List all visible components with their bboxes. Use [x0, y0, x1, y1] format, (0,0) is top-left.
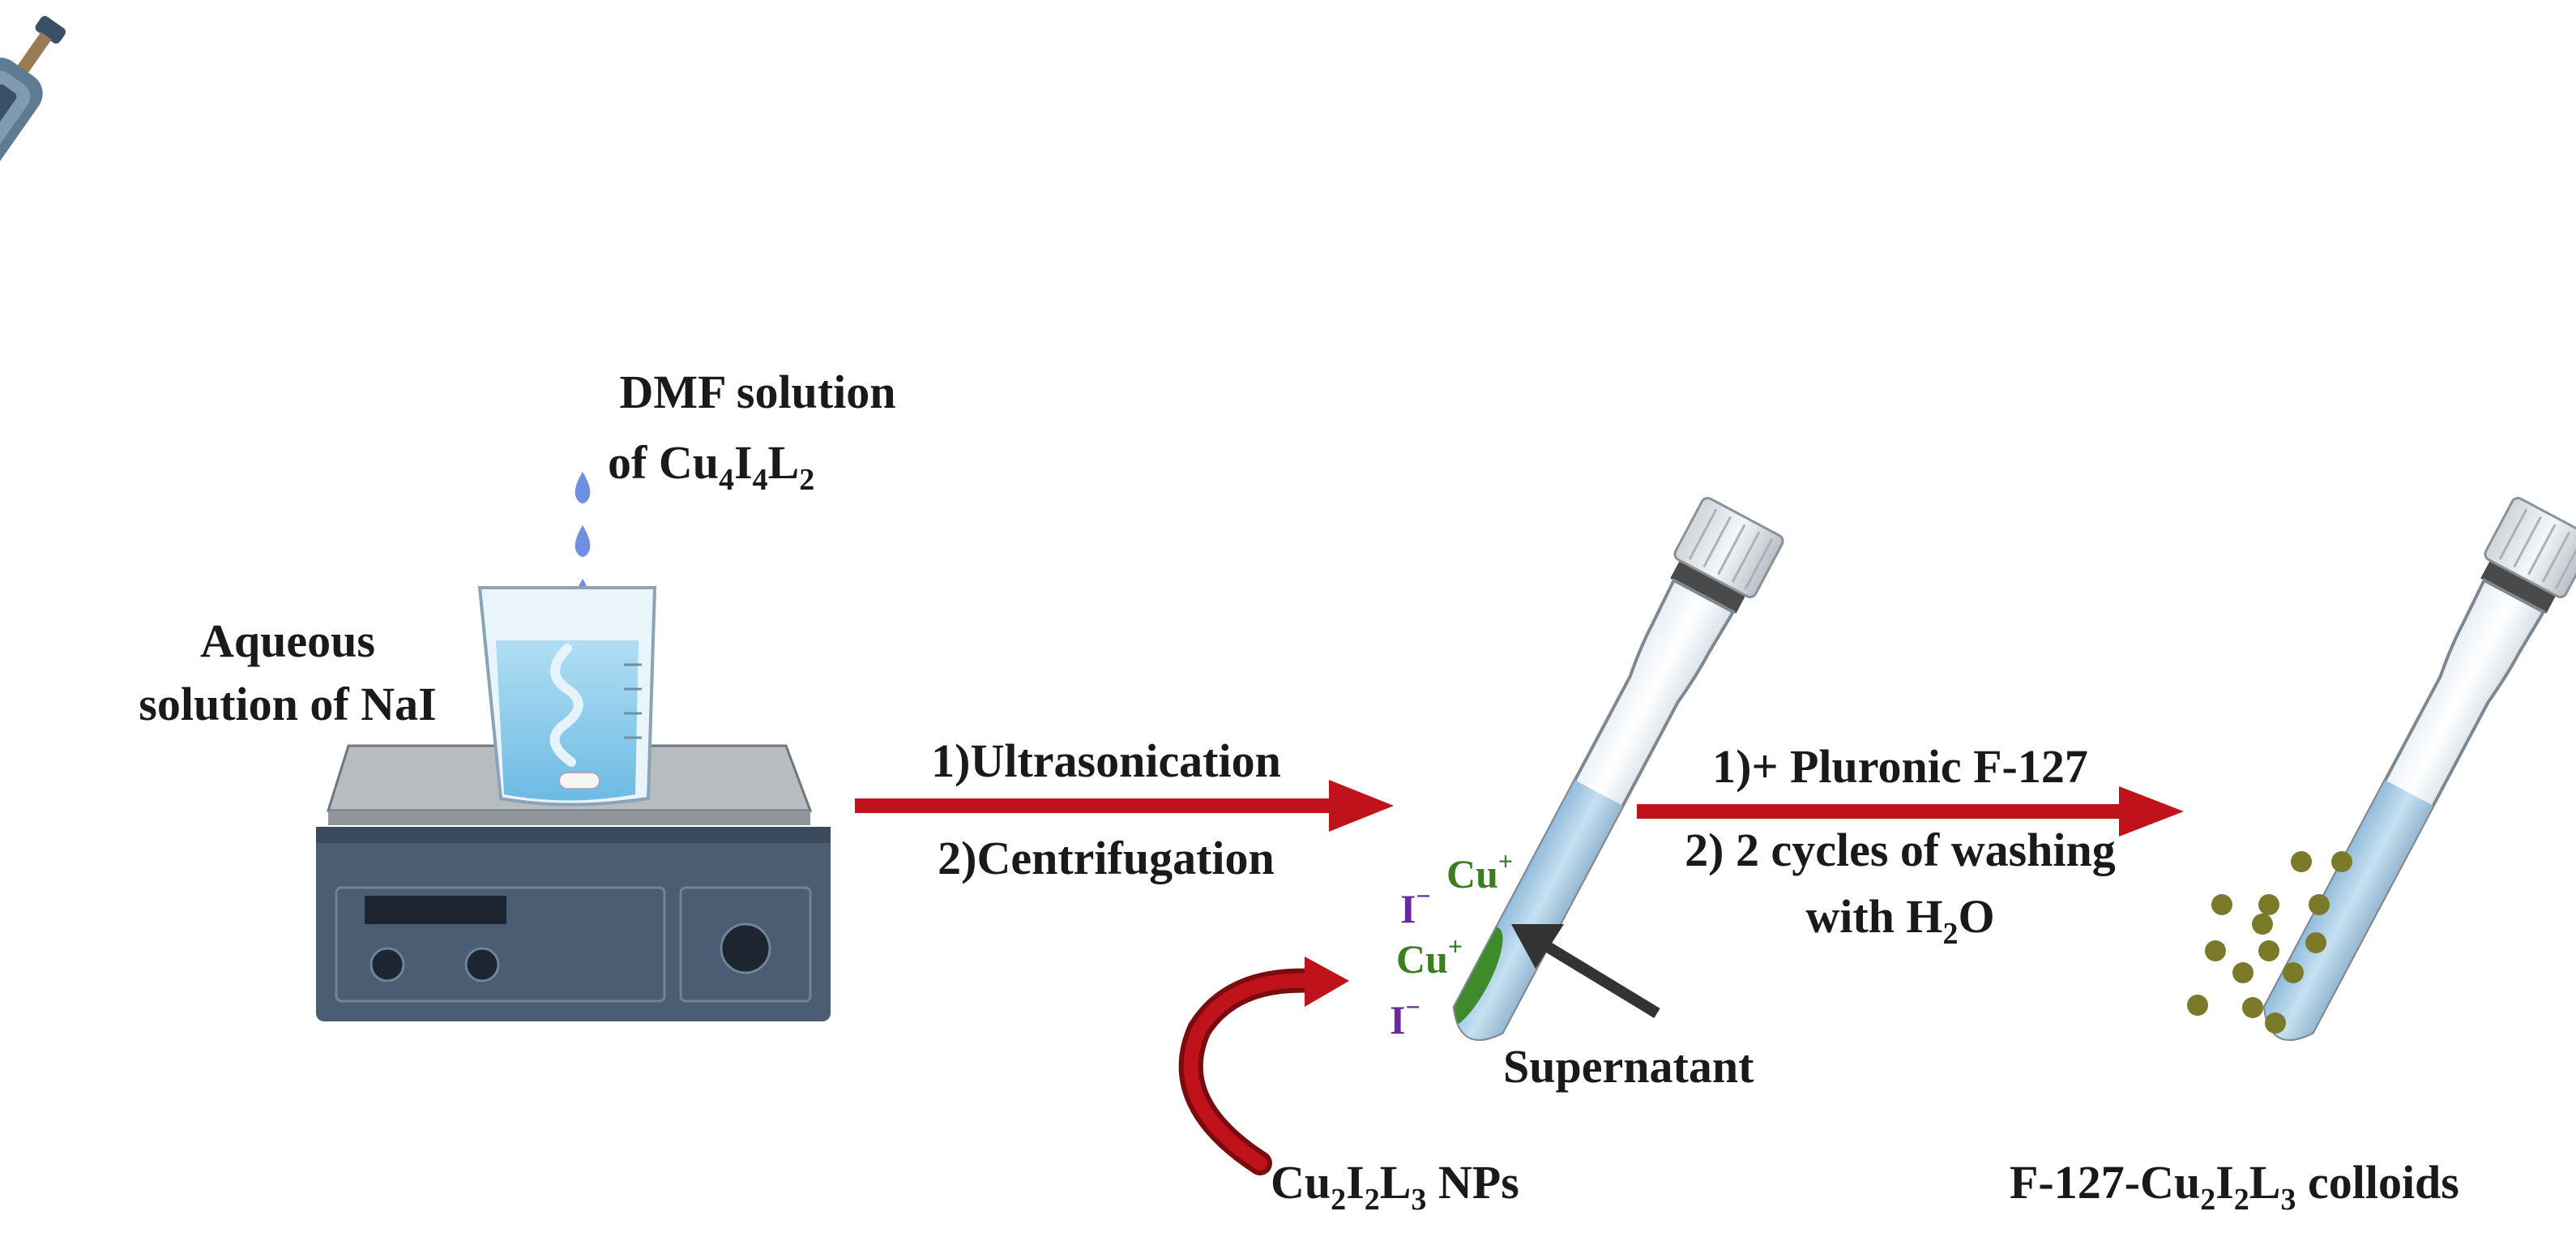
hotplate-stirrer-icon	[316, 744, 831, 1021]
step1-label-line1: 1)Ultrasonication	[931, 734, 1281, 787]
dmf-label-line2: of Cu4I4L2	[608, 436, 814, 497]
ion-i-2: I−	[1390, 992, 1420, 1042]
step1-label-line2: 2)Centrifugation	[938, 832, 1275, 884]
supernatant-pointer-arrow	[1511, 924, 1660, 1018]
supernatant-label: Supernatant	[1503, 1040, 1754, 1093]
ion-cu-1: Cu+	[1446, 846, 1513, 897]
reaction-arrow-2	[1637, 786, 2184, 837]
step2-label-line3: with H2O	[1805, 890, 1994, 951]
nanoparticles-label: Cu2I2L3 NPs	[1271, 1156, 1519, 1217]
beaker-icon	[477, 586, 657, 807]
dmf-label-line1: DMF solution	[619, 366, 895, 418]
colloid-particles	[2187, 851, 2352, 1034]
pellet-curved-arrow	[1178, 957, 1349, 1175]
step2-label-line2: 2) 2 cycles of washing	[1685, 824, 2116, 876]
colloids-label: F-127-Cu2I2L3 colloids	[2010, 1156, 2459, 1217]
reaction-arrow-1	[855, 780, 1394, 832]
ion-i-1: I−	[1400, 881, 1431, 931]
nai-label-line2: solution of NaI	[139, 678, 436, 730]
nai-label-line1: Aqueous	[200, 614, 375, 667]
colloid-tube-2	[2187, 497, 2576, 1050]
step2-label-line1: 1)+ Pluronic F-127	[1712, 740, 2088, 793]
dmf-solution-label: DMF solution of Cu4I4L2	[608, 366, 896, 497]
nai-solution-label: Aqueous solution of NaI	[139, 614, 436, 730]
ion-cu-2: Cu+	[1396, 931, 1463, 982]
pipette-icon	[0, 15, 66, 180]
